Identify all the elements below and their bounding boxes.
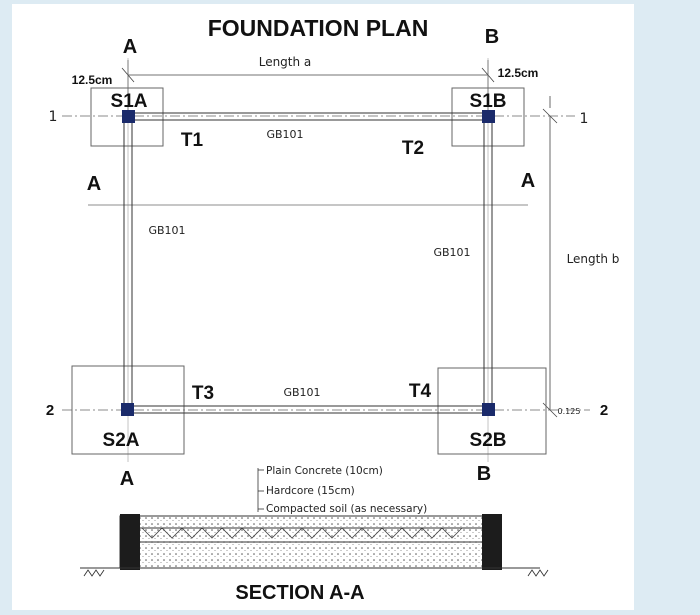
grid-label-left-2: 2 [46, 402, 54, 419]
section-mark-a-top: A [123, 36, 137, 58]
section-mark-b-bottom: B [477, 463, 491, 485]
footing-s1b [451, 87, 525, 147]
grid-label-right-2: 2 [600, 402, 608, 419]
section-title: SECTION A-A [235, 582, 364, 604]
ground-beam-top [124, 112, 492, 121]
footing-label-s1a: S1A [111, 91, 148, 112]
grid-label-right-1: 1 [580, 111, 589, 127]
footing-label-s2a: S2A [103, 430, 140, 451]
footing-s1a [90, 87, 164, 147]
offset-right-label: 12.5cm [498, 66, 539, 80]
ground-beam-left [123, 116, 133, 410]
section-mark-b-top: B [485, 26, 499, 48]
beam-label-right: GB101 [433, 246, 470, 259]
section-mark-a-left: A [87, 173, 101, 195]
plan-title: FOUNDATION PLAN [208, 15, 429, 41]
footing-label-s2b: S2B [470, 430, 507, 451]
section-mark-a-right: A [521, 170, 535, 192]
column-s1a [122, 110, 135, 123]
beam-label-top: GB101 [266, 128, 303, 141]
tie-label-t1: T1 [181, 130, 204, 151]
layer-label-compacted-soil: Compacted soil (as necessary) [266, 503, 427, 515]
section-a-a-drawing [80, 514, 549, 577]
ground-beam-bottom [124, 405, 492, 414]
column-s2a [121, 403, 134, 416]
offset-small-label: 0.125 [558, 407, 581, 416]
beam-label-bottom: GB101 [283, 386, 320, 399]
section-mark-a-bottom: A [120, 468, 134, 490]
footing-s2a [71, 365, 185, 455]
beam-label-left: GB101 [148, 224, 185, 237]
offset-left-label: 12.5cm [72, 73, 113, 87]
tie-label-t4: T4 [409, 381, 432, 402]
tie-label-t3: T3 [192, 383, 214, 404]
tie-label-t2: T2 [402, 138, 424, 159]
footing-label-s1b: S1B [470, 91, 507, 112]
column-s2b [482, 403, 495, 416]
grid-label-left-1: 1 [49, 109, 58, 125]
drawing-sheet [12, 4, 634, 610]
ground-beam-right [483, 116, 493, 410]
layer-label-plain-concrete: Plain Concrete (10cm) [266, 465, 383, 477]
length-a-label: Length a [259, 55, 312, 69]
layer-label-hardcore: Hardcore (15cm) [266, 485, 355, 497]
length-b-label: Length b [567, 252, 620, 266]
column-s1b [482, 110, 495, 123]
